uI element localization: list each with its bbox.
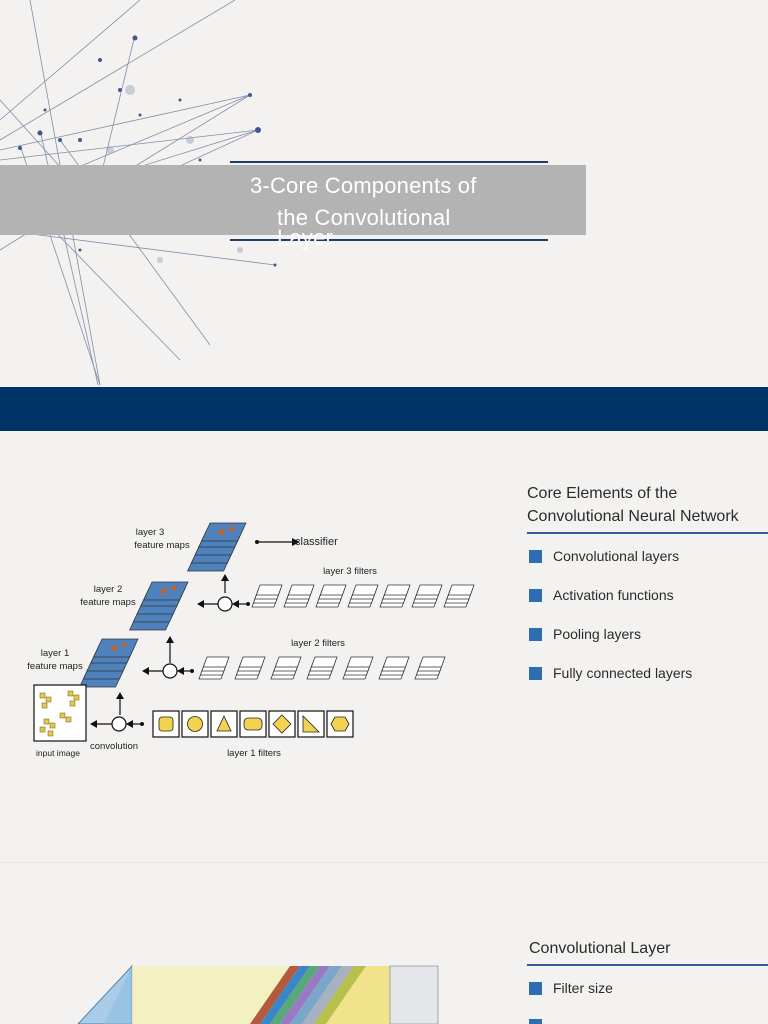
layer1-filters-label: layer 1 filters xyxy=(227,748,281,759)
title-bottom-line xyxy=(230,239,548,241)
layer1-label: layer 1 xyxy=(41,648,70,659)
conv-node-3 xyxy=(217,596,233,612)
layer3-filters-label: layer 3 filters xyxy=(323,566,377,577)
layer2-feature-maps xyxy=(129,581,189,631)
cnn-diagram: layer 3 feature maps classifier layer 2 … xyxy=(27,522,475,759)
layer2-filters-label: layer 2 filters xyxy=(291,638,345,649)
layer3-sub-label: feature maps xyxy=(134,540,190,551)
section2-underline xyxy=(527,964,768,966)
layer2-sub-label: feature maps xyxy=(80,597,136,608)
slide-title: 3-Core Components of the Convolutional L… xyxy=(250,170,570,254)
convolution-label: convolution xyxy=(90,741,138,752)
title-box xyxy=(0,165,586,235)
input-image-label: input image xyxy=(36,748,80,758)
bullet-text: Activation functions xyxy=(553,587,674,603)
classifier-label: classifier xyxy=(295,536,338,548)
bullet-square-icon xyxy=(529,981,542,995)
bullet-text: Filter size xyxy=(553,980,613,996)
title-top-line xyxy=(230,161,548,163)
bullet-square-icon xyxy=(529,549,542,563)
bullet-square-icon xyxy=(529,627,542,641)
layer2-label: layer 2 xyxy=(94,584,123,595)
section1-heading: Core Elements of the Convolutional Neura… xyxy=(527,482,739,528)
bullet-item: Convolutional layers xyxy=(529,548,679,564)
layer1-sub-label: feature maps xyxy=(27,661,83,672)
bullet-square-icon xyxy=(529,666,542,680)
bullet-square-icon xyxy=(529,1019,542,1024)
bullet-text: Fully connected layers xyxy=(553,665,693,681)
bullet-text: Convolutional layers xyxy=(553,548,680,564)
conv-node-1 xyxy=(111,716,127,732)
title-line-3: Layer xyxy=(277,225,334,250)
title-line-2: the Convolutional xyxy=(277,205,451,230)
conv-node-2 xyxy=(162,663,178,679)
section2-heading: Convolutional Layer xyxy=(529,940,671,957)
section1-underline xyxy=(527,532,768,534)
section-divider xyxy=(0,862,768,863)
layer3-feature-maps xyxy=(187,522,247,572)
bullet-item: Pooling layers xyxy=(529,626,641,642)
layer3-label: layer 3 xyxy=(136,527,165,538)
bullet-text: Pooling layers xyxy=(553,626,641,642)
title-line-1: 3-Core Components of xyxy=(250,173,477,198)
section1-heading-line2: Convolutional Neural Network xyxy=(527,508,739,525)
bullet-item: Activation functions xyxy=(529,587,674,603)
layer1-feature-maps xyxy=(79,638,139,688)
bullet-item: Filter size xyxy=(529,980,613,996)
bullet-square-icon xyxy=(529,588,542,602)
conv-layer-illustration xyxy=(77,964,439,1024)
section1-heading-line1: Core Elements of the xyxy=(527,485,678,502)
header-band xyxy=(0,387,768,431)
bullet-item: Fully connected layers xyxy=(529,665,692,681)
